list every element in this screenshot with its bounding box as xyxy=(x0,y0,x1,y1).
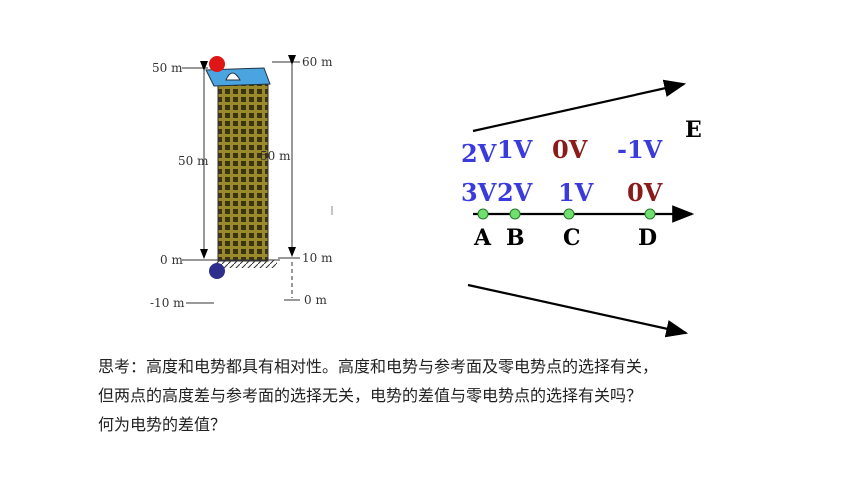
bottom-point-dot xyxy=(209,263,225,279)
row-top-value-d: -1V xyxy=(617,135,663,164)
ground-hatch xyxy=(215,260,277,268)
right-scale-middle-label: 50 m xyxy=(260,149,291,163)
point-d-dot xyxy=(644,208,656,220)
caption-text: 思考：高度和电势都具有相对性。高度和电势与参考面及零电势点的选择有关， 但两点的… xyxy=(98,352,838,439)
caption-line-3: 何为电势的差值？ xyxy=(98,415,227,434)
row-bottom-value-c: 1V xyxy=(558,178,594,207)
top-point-dot xyxy=(209,56,225,72)
point-b-label: B xyxy=(506,225,525,251)
left-scale-zero-label: 0 m xyxy=(160,253,183,267)
row-bottom-value-a: 3V xyxy=(461,178,497,207)
building-illustration: 50 m 50 m 0 m -10 m 60 m 50 m 10 m 0 m xyxy=(150,55,333,310)
left-scale xyxy=(182,61,214,304)
left-scale-top-label: 50 m xyxy=(152,61,183,75)
row-bottom-value-d: 0V xyxy=(627,178,663,207)
row-top-value-c: 0V xyxy=(552,135,588,164)
right-scale-top-label: 60 m xyxy=(302,55,333,69)
right-scale xyxy=(272,55,300,301)
point-c-label: C xyxy=(563,225,581,251)
point-b-dot xyxy=(509,208,521,220)
point-c-dot xyxy=(563,208,575,220)
point-a-dot xyxy=(477,208,489,220)
left-scale-bottom-label: -10 m xyxy=(150,296,185,310)
left-scale-middle-label: 50 m xyxy=(178,154,209,168)
row-top-value-a: 2V xyxy=(461,139,497,168)
right-scale-ten-label: 10 m xyxy=(302,251,333,265)
right-scale-zero-label: 0 m xyxy=(304,293,327,307)
point-d-label: D xyxy=(638,225,657,251)
building-body xyxy=(217,83,269,262)
row-top-value-b: 1V xyxy=(497,135,533,164)
row-bottom-value-b: 2V xyxy=(497,178,533,207)
point-a-label: A xyxy=(473,225,492,251)
field-line-bottom xyxy=(467,283,689,338)
potential-diagram: E 2V 1V 0V -1V 3V 2V 1V 0V A B C D xyxy=(461,79,702,338)
field-line-top xyxy=(472,79,687,133)
caption-line-2: 但两点的高度差与参考面的选择无关，电势的差值与零电势点的选择有关吗？ xyxy=(98,386,643,405)
field-label: E xyxy=(685,117,702,143)
caption-line-1: 思考：高度和电势都具有相对性。高度和电势与参考面及零电势点的选择有关， xyxy=(98,357,659,376)
